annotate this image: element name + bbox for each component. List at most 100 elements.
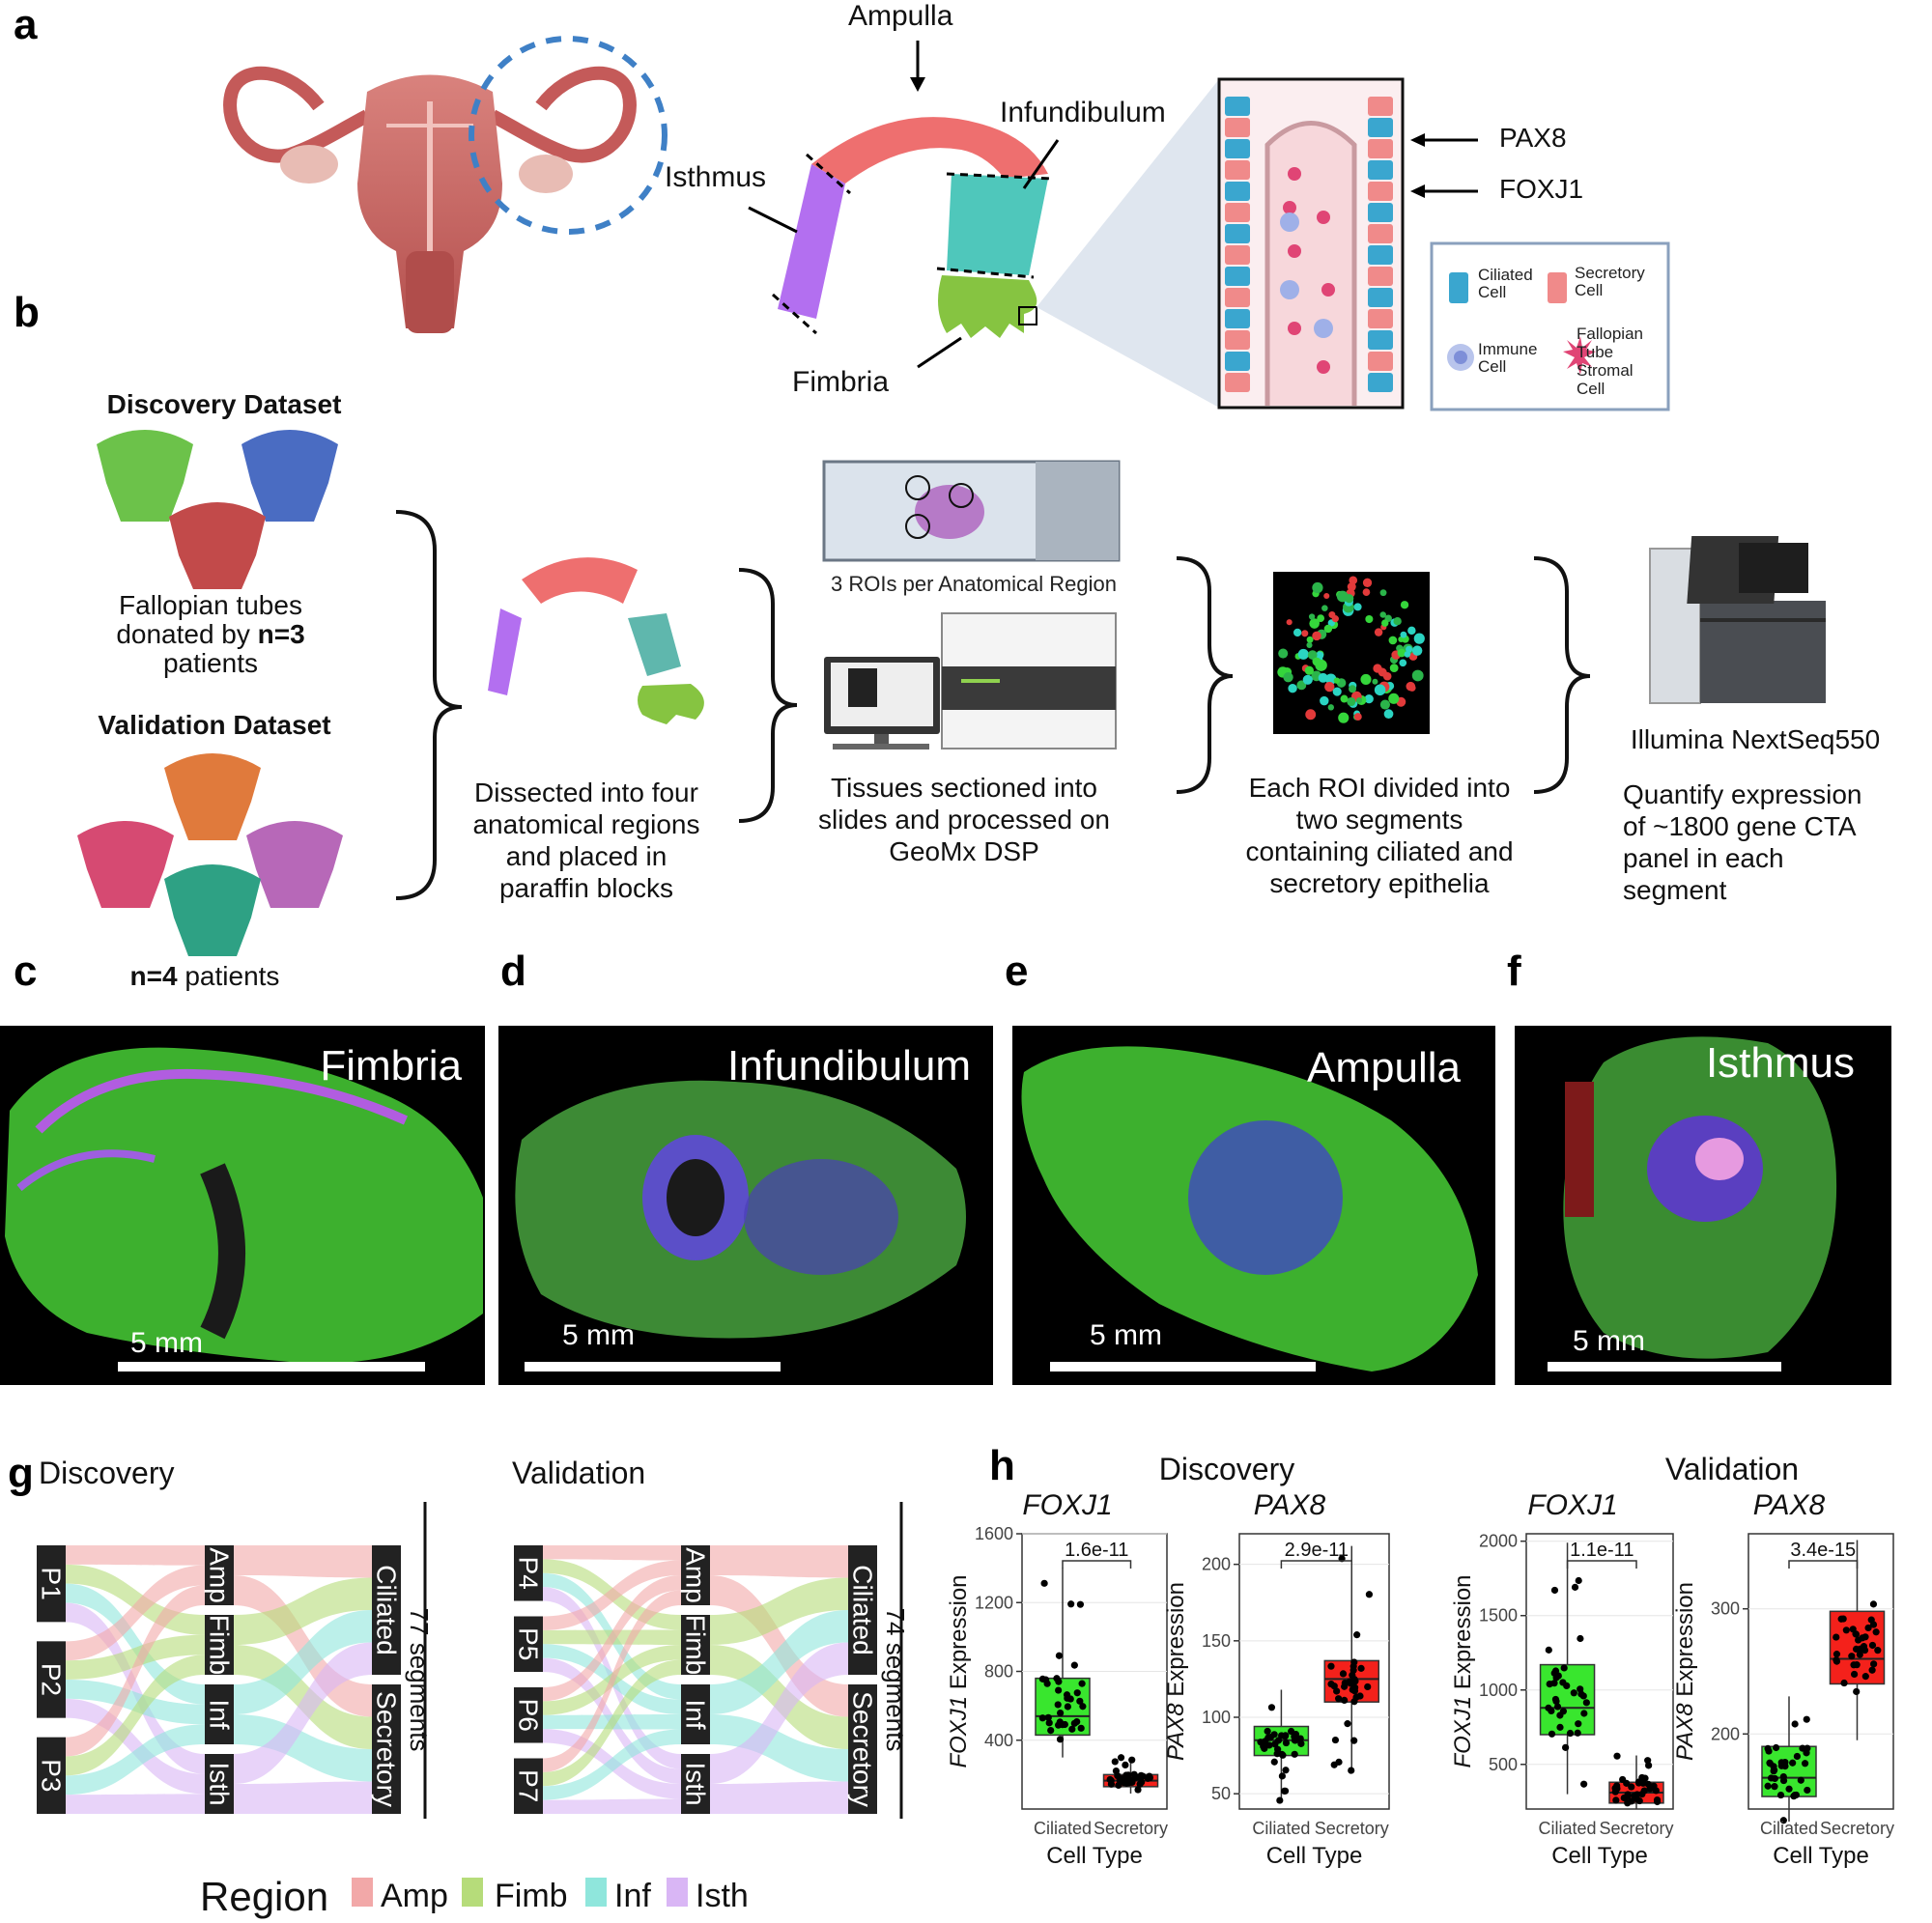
roi-cell [1353, 713, 1362, 721]
p-value: 3.4e-15 [1790, 1540, 1856, 1561]
alluvial-node-region [681, 1615, 710, 1675]
roi-cell [1383, 709, 1394, 719]
x-tick-label: Ciliated [1539, 1819, 1597, 1838]
alluvial-flow-amp [66, 1585, 205, 1757]
data-point [1797, 1776, 1804, 1784]
brace-3 [1176, 556, 1234, 794]
step1-line3: and placed in [506, 841, 668, 871]
legend-stromal-l3: Stromal [1577, 361, 1634, 380]
alluvial-flow-inf [710, 1714, 848, 1782]
roi-cell [1393, 617, 1402, 626]
data-point [1122, 1761, 1129, 1768]
data-point [1137, 1771, 1145, 1779]
data-point [1073, 1689, 1081, 1697]
data-point [1804, 1786, 1811, 1795]
alluvial-node-type [848, 1684, 877, 1814]
x-tick-label: Secretory [1820, 1819, 1894, 1838]
roi-cell [1307, 650, 1318, 660]
data-point [1842, 1626, 1850, 1634]
roi-cell [1332, 687, 1342, 696]
roi-cell [1306, 641, 1313, 649]
zoom-circle [469, 36, 668, 235]
discovery-text-line1: Fallopian tubes [119, 590, 302, 620]
epithelial-cell [1368, 330, 1393, 350]
data-point [1562, 1743, 1570, 1751]
alluvial-flow-amp [66, 1565, 205, 1661]
data-point [1620, 1794, 1628, 1802]
roi-cell [1364, 693, 1374, 704]
data-point [1628, 1783, 1635, 1791]
y-axis-label: PAX8 Expression [1672, 1582, 1698, 1761]
data-point [1839, 1615, 1847, 1623]
alluvial-node-type [372, 1545, 401, 1675]
discovery-dataset-title: Discovery Dataset [107, 389, 342, 419]
step3-line3: containing ciliated and [1245, 836, 1513, 866]
data-point [1134, 1786, 1142, 1794]
y-tick-label: 1500 [1479, 1606, 1518, 1626]
x-axis-label: Cell Type [1266, 1843, 1363, 1869]
micrograph-fimbria-title: Fimbria [320, 1042, 462, 1089]
data-point [1271, 1740, 1279, 1748]
roi-cell [1305, 709, 1317, 721]
data-point [1770, 1763, 1777, 1770]
roi-cell [1355, 697, 1363, 704]
epithelial-cell [1225, 139, 1250, 158]
data-point [1327, 1681, 1335, 1688]
data-point [1330, 1761, 1338, 1768]
data-point [1038, 1714, 1046, 1722]
data-point [1278, 1772, 1286, 1780]
data-point [1297, 1739, 1305, 1747]
epithelial-cell [1225, 267, 1250, 286]
epithelial-cell [1368, 182, 1393, 201]
data-point [1335, 1695, 1343, 1703]
roi-cell [1388, 693, 1400, 704]
data-point [1852, 1630, 1861, 1638]
alluvial-node-patient [514, 1687, 543, 1743]
alluvial-node-region [205, 1684, 234, 1744]
alluvial-node-type [372, 1684, 401, 1814]
data-point [1853, 1661, 1861, 1669]
data-point [1117, 1754, 1125, 1762]
alluvial-flow-isth [234, 1781, 372, 1814]
tube-illustration [772, 117, 1054, 338]
panel-label-c: c [14, 947, 37, 995]
data-point [1779, 1817, 1787, 1824]
data-point [1079, 1703, 1087, 1711]
alluvial-node-label: P2 [37, 1663, 67, 1696]
data-point [1055, 1652, 1064, 1659]
data-point [1077, 1724, 1085, 1732]
data-point [1849, 1626, 1857, 1633]
pax8-label: PAX8 [1499, 123, 1567, 153]
alluvial-node-region [681, 1545, 710, 1605]
legend-stromal-l1: Fallopian [1577, 325, 1643, 343]
roi-cell [1316, 651, 1324, 660]
epithelial-cell [1225, 373, 1250, 392]
panel-label-a: a [14, 1, 38, 48]
roi-cell [1312, 581, 1323, 594]
data-point [1634, 1779, 1643, 1787]
epithelial-cell [1368, 267, 1393, 286]
epithelial-cell [1225, 309, 1250, 328]
data-point [1575, 1720, 1582, 1728]
epithelial-cell [1368, 160, 1393, 180]
discovery-text-line2: donated by n=3 [116, 619, 304, 649]
roi-cell [1286, 619, 1293, 626]
region-legend-title: Region [200, 1874, 328, 1919]
roi-cell [1302, 674, 1313, 685]
stromal-cell [1317, 360, 1330, 374]
data-point [1364, 1683, 1372, 1691]
x-tick-label: Ciliated [1034, 1819, 1092, 1838]
data-point [1791, 1720, 1799, 1728]
data-point [1341, 1683, 1349, 1690]
roi-cell [1345, 594, 1354, 604]
epithelial-cell [1368, 245, 1393, 265]
roi-cell [1333, 677, 1341, 684]
y-tick-label: 300 [1711, 1599, 1740, 1619]
alluvial-node-label: P6 [514, 1699, 544, 1732]
significance-bracket [1788, 1560, 1859, 1569]
micrograph-ampulla-scale: 5 mm [1090, 1319, 1162, 1351]
alluvial-flow-fimb [234, 1645, 372, 1749]
significance-bracket [1062, 1560, 1132, 1569]
roi-cell [1374, 628, 1383, 636]
alluvial-flow-fimb [66, 1634, 205, 1680]
